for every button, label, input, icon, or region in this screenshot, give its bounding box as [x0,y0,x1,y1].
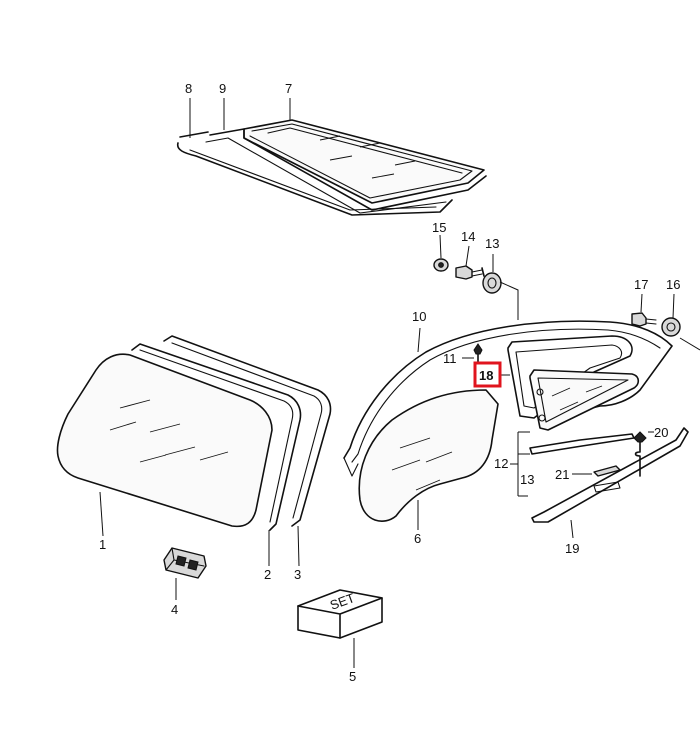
part-10-roof-seal [343,320,673,477]
label-16: 16 [666,277,680,292]
part-9-sunroof-seal-inner [205,128,487,214]
label-15: 15 [432,220,446,235]
label-12: 12 [494,456,508,471]
label-5: 5 [349,669,356,684]
part-3-windshield-trim [163,335,332,527]
label-10: 10 [412,309,426,324]
label-21: 21 [555,467,569,482]
part-13-grommet [482,272,502,294]
part-15-nut [433,258,449,272]
part-6-door-glass [358,389,499,522]
label-8: 8 [185,81,192,96]
part-7-sunroof-glass [243,119,485,204]
part-19-rail-trim [531,427,689,523]
label-14: 14 [461,229,475,244]
part-8-sunroof-seal-outer [176,131,453,216]
part-1-windshield [56,353,273,528]
part-labels: 8 9 7 15 14 13 17 16 10 11 18 20 12 21 1… [99,81,680,684]
part-4-bracket [163,547,207,579]
label-4: 4 [171,602,178,617]
part-12-quarter-seal-lower [529,433,635,455]
part-16-cap [661,317,681,337]
part-17-screw [631,312,657,327]
label-7: 7 [285,81,292,96]
label-18: 18 [479,368,493,383]
part-12-quarter-glass [529,369,640,431]
part-2-windshield-seal [131,343,302,531]
label-13-top: 13 [485,236,499,251]
highlight-box-18 [473,361,502,388]
label-1: 1 [99,537,106,552]
part-14-bolt [455,265,485,280]
label-3: 3 [294,567,301,582]
label-17: 17 [634,277,648,292]
part-20-clip [633,431,647,477]
label-11: 11 [443,351,457,366]
part-5-set-box: SET [297,589,383,639]
part-21-clip [593,465,621,477]
label-19: 19 [565,541,579,556]
label-6: 6 [414,531,421,546]
label-13-bottom: 13 [520,472,534,487]
label-20: 20 [654,425,668,440]
leader-lines [99,98,700,668]
label-2: 2 [264,567,271,582]
label-9: 9 [219,81,226,96]
